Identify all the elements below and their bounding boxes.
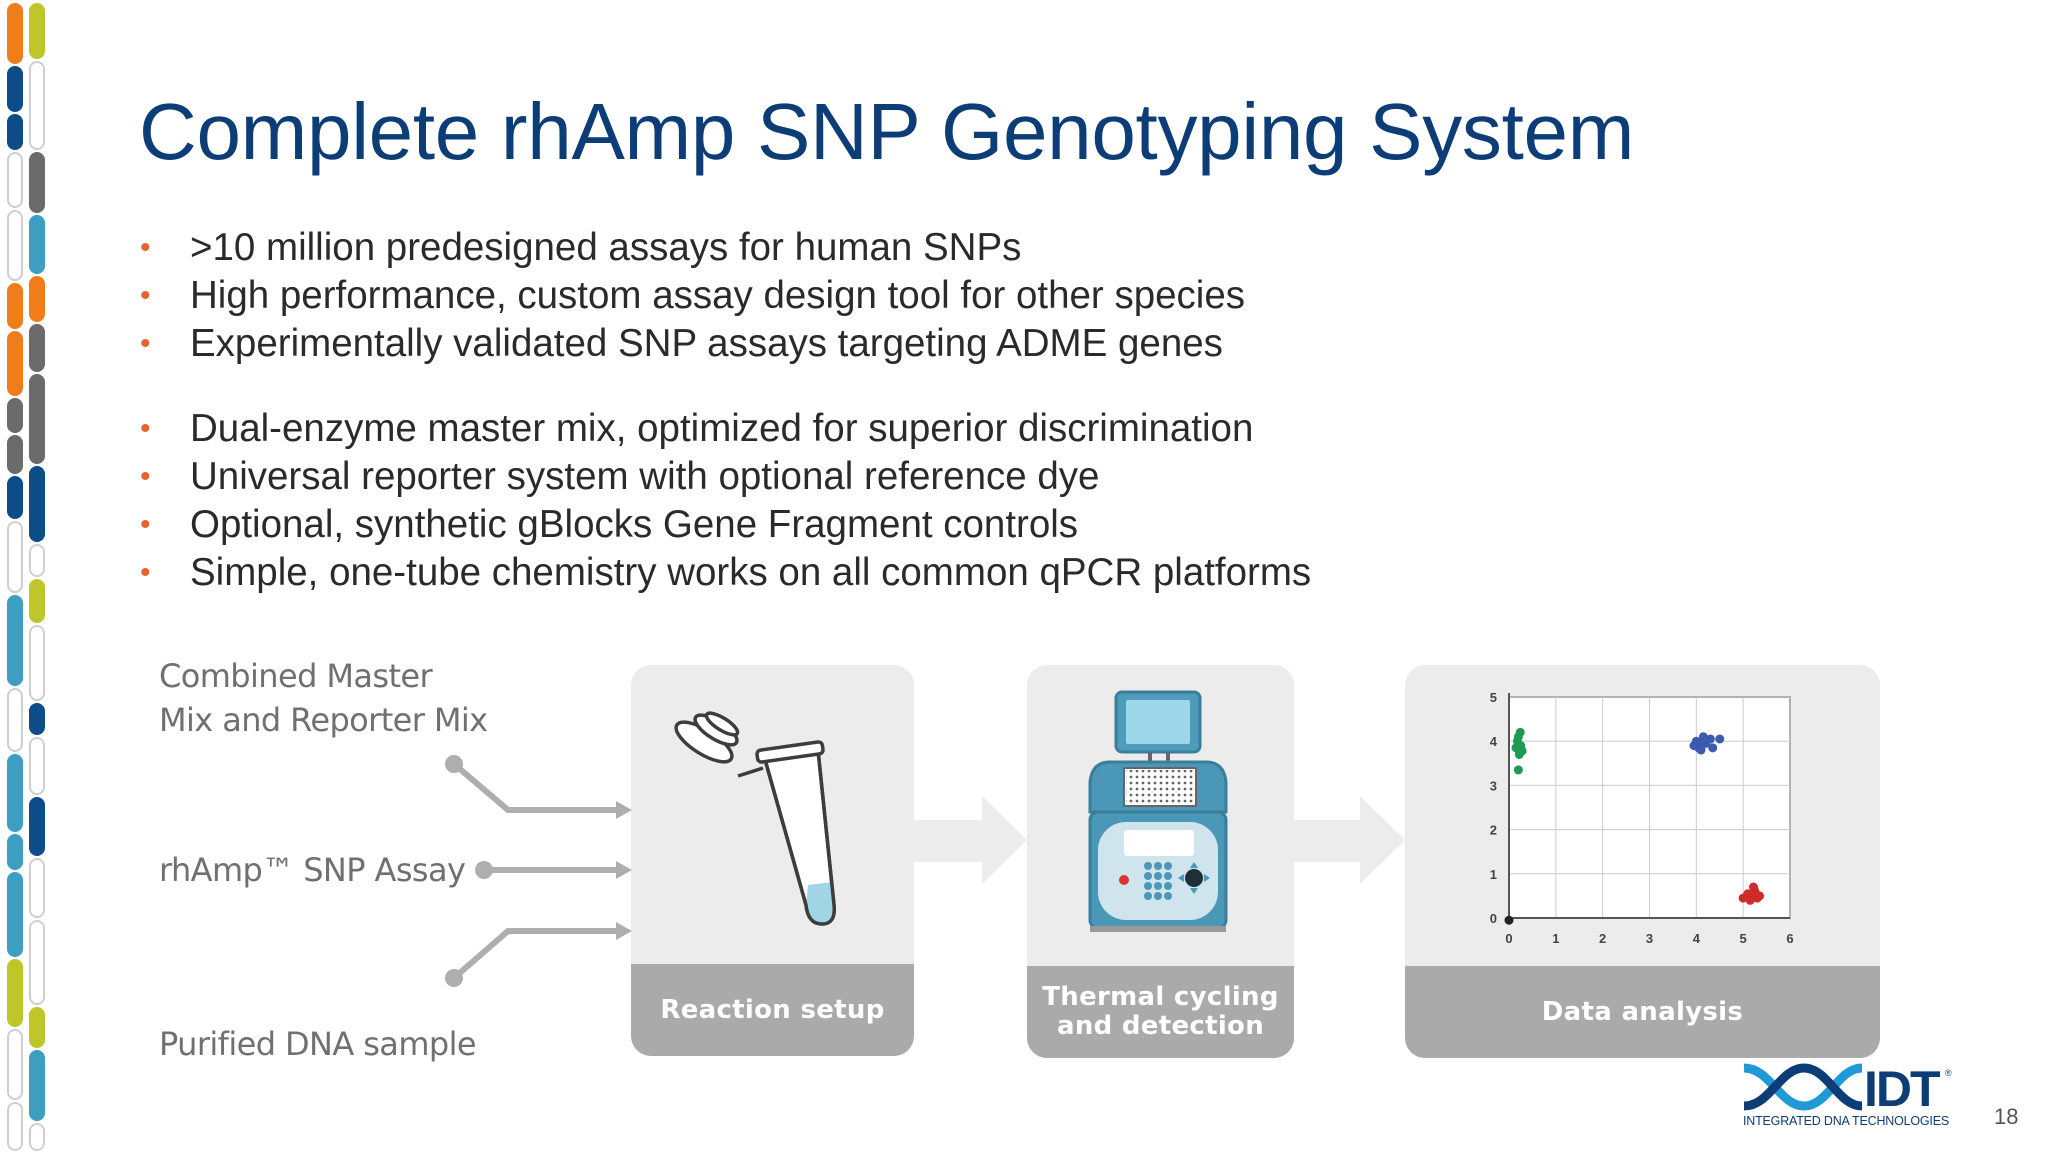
input-connectors bbox=[451, 761, 621, 981]
step-label: Thermal cycling and detection bbox=[1027, 966, 1294, 1058]
bullet-item: • High performance, custom assay design t… bbox=[138, 272, 1311, 320]
dna-segment bbox=[7, 1102, 23, 1151]
dna-segment bbox=[7, 872, 23, 957]
bullet-text: Optional, synthetic gBlocks Gene Fragmen… bbox=[190, 503, 1079, 546]
dna-segment bbox=[29, 1123, 45, 1151]
step-thermal-cycling: Thermal cycling and detection bbox=[1027, 665, 1294, 1058]
dna-segment bbox=[7, 476, 23, 519]
step-reaction-setup: Reaction setup bbox=[631, 665, 914, 1056]
dna-segment bbox=[29, 374, 45, 464]
dna-segment bbox=[29, 858, 45, 918]
connector-master-mix bbox=[451, 761, 621, 813]
bullet-item: • Universal reporter system with optional… bbox=[138, 453, 1311, 501]
dna-segment bbox=[7, 595, 23, 686]
dna-segment bbox=[7, 152, 23, 208]
dna-segment bbox=[7, 435, 23, 474]
bullet-marker: • bbox=[140, 279, 151, 312]
bullet-item: • Simple, one-tube chemistry works on all… bbox=[138, 549, 1311, 597]
bullet-item: • Optional, synthetic gBlocks Gene Fragme… bbox=[138, 501, 1311, 549]
step-label: Reaction setup bbox=[631, 964, 914, 1056]
dna-segment bbox=[7, 521, 23, 593]
dna-segment bbox=[29, 152, 45, 213]
dna-segment bbox=[29, 737, 45, 795]
connector-arrowhead bbox=[616, 861, 632, 879]
dna-segment bbox=[29, 1050, 45, 1121]
connector-arrowhead bbox=[616, 922, 632, 940]
dna-segment bbox=[29, 920, 45, 1005]
bullet-marker: • bbox=[140, 231, 151, 264]
connector-arrowhead bbox=[616, 801, 632, 819]
dna-segment bbox=[29, 797, 45, 856]
dna-segment bbox=[29, 3, 45, 59]
dna-segment bbox=[29, 276, 45, 322]
bullet-text: High performance, custom assay design to… bbox=[190, 274, 1245, 317]
flow-arrow-icon bbox=[914, 796, 1027, 884]
dna-segment bbox=[29, 625, 45, 701]
bullet-marker: • bbox=[140, 412, 151, 445]
dna-segment bbox=[29, 544, 45, 577]
dna-segment bbox=[7, 834, 23, 870]
input-label-master-mix: Combined Master Mix and Reporter Mix bbox=[159, 654, 488, 742]
dna-segment bbox=[29, 466, 45, 542]
connector-dot bbox=[475, 861, 493, 879]
dna-segment bbox=[29, 579, 45, 623]
dna-segment bbox=[7, 66, 23, 112]
bullet-item: • Experimentally validated SNP assays tar… bbox=[138, 320, 1311, 368]
dna-segment bbox=[7, 1029, 23, 1100]
bullet-text: Experimentally validated SNP assays targ… bbox=[190, 322, 1223, 365]
slide-title: Complete rhAmp SNP Genotyping System bbox=[139, 87, 1635, 176]
logo-registered: ® bbox=[1945, 1068, 1952, 1078]
step-label: Data analysis bbox=[1405, 966, 1880, 1058]
dna-segment bbox=[7, 331, 23, 396]
dna-segment bbox=[29, 703, 45, 735]
dna-segment bbox=[7, 210, 23, 281]
logo-subtitle: INTEGRATED DNA TECHNOLOGIES bbox=[1743, 1114, 1949, 1128]
bullet-list: • >10 million predesigned assays for huma… bbox=[138, 224, 1311, 597]
bullet-marker: • bbox=[140, 508, 151, 541]
bullet-text: Dual-enzyme master mix, optimized for su… bbox=[190, 407, 1254, 450]
bullet-marker: • bbox=[140, 556, 151, 589]
bullet-text: >10 million predesigned assays for human… bbox=[190, 226, 1022, 269]
input-label-dna: Purified DNA sample bbox=[159, 1025, 477, 1063]
dna-segment bbox=[7, 398, 23, 433]
dna-segment bbox=[7, 754, 23, 832]
dna-segment bbox=[29, 61, 45, 150]
dna-segment bbox=[7, 283, 23, 329]
dna-segment bbox=[29, 215, 45, 274]
bullet-marker: • bbox=[140, 460, 151, 493]
dna-segment bbox=[29, 324, 45, 372]
input-label-line: Combined Master bbox=[159, 657, 433, 695]
input-label-assay: rhAmp™ SNP Assay bbox=[159, 851, 466, 889]
bullet-text: Universal reporter system with optional … bbox=[190, 455, 1100, 498]
connector-dot bbox=[445, 755, 463, 773]
bullet-item: • >10 million predesigned assays for huma… bbox=[138, 224, 1311, 272]
logo-mark: IDT bbox=[1864, 1062, 1940, 1116]
input-label-line: Mix and Reporter Mix bbox=[159, 701, 488, 739]
dna-segment bbox=[29, 1007, 45, 1048]
connector-dot bbox=[445, 969, 463, 987]
page-number: 18 bbox=[1994, 1104, 2019, 1129]
dna-segment bbox=[7, 688, 23, 752]
step-label-line: Thermal cycling bbox=[1042, 982, 1279, 1012]
dna-segment bbox=[7, 3, 23, 64]
step-data-analysis: Data analysis bbox=[1405, 665, 1880, 1058]
dna-strip-decoration bbox=[7, 3, 45, 1151]
bullet-marker: • bbox=[140, 327, 151, 360]
bullet-item: • Dual-enzyme master mix, optimized for s… bbox=[138, 405, 1311, 453]
dna-segment bbox=[7, 114, 23, 150]
connector-dna bbox=[451, 928, 621, 981]
dna-segment bbox=[7, 959, 23, 1027]
step-label-line: and detection bbox=[1056, 1011, 1265, 1041]
idt-logo-icon: IDT ® bbox=[1743, 1062, 1952, 1116]
flow-arrow-icon bbox=[1294, 796, 1405, 884]
bullet-text: Simple, one-tube chemistry works on all … bbox=[190, 551, 1312, 594]
